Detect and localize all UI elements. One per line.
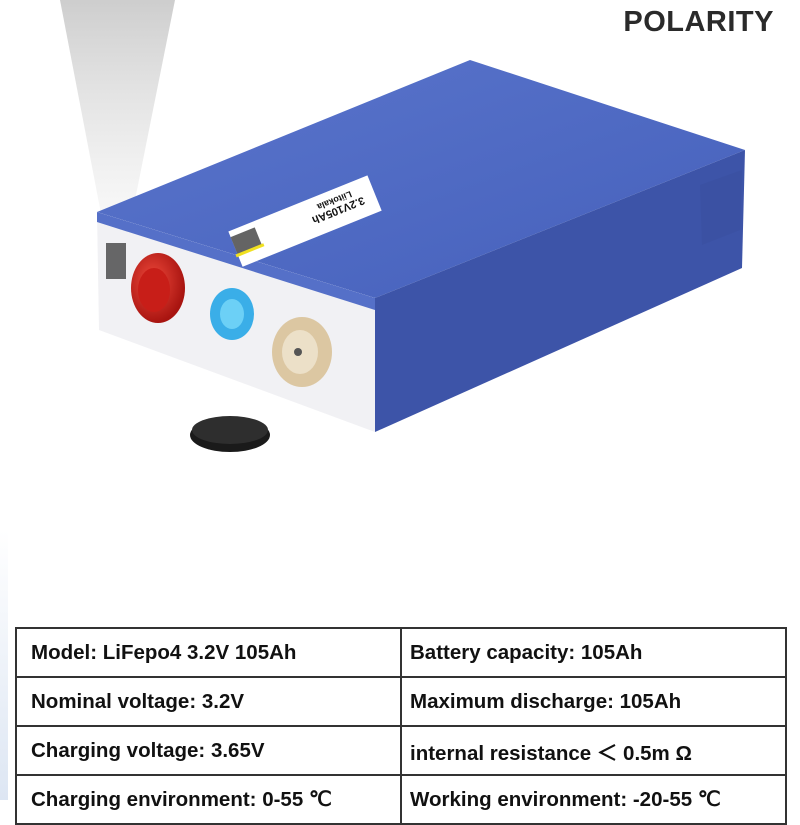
spec-cell: internal resistance ＜ 0.5m Ω xyxy=(400,725,787,776)
positive-terminal-cap-inner xyxy=(138,268,170,312)
battery-illustration: Liitokala 3.2V105Ah xyxy=(60,0,745,452)
safety-vent-inner xyxy=(220,299,244,329)
qr-code xyxy=(106,243,126,279)
spec-cell: Maximum discharge: 105Ah xyxy=(400,676,787,727)
front-face-top-edge xyxy=(97,212,375,310)
battery-side-face xyxy=(375,150,745,432)
polarity-heading: POLARITY xyxy=(623,6,774,38)
table-row: Model: LiFepo4 3.2V 105Ah Battery capaci… xyxy=(15,627,787,678)
spec-cell: Nominal voltage: 3.2V xyxy=(15,676,402,727)
terminal-cap-top xyxy=(192,416,268,444)
spec-cell: Battery capacity: 105Ah xyxy=(400,627,787,678)
side-face-recess xyxy=(700,170,742,245)
background-edge xyxy=(0,530,8,800)
spec-table: Model: LiFepo4 3.2V 105Ah Battery capaci… xyxy=(15,627,787,825)
spec-cell: Charging voltage: 3.65V xyxy=(15,725,402,776)
product-label: Liitokala 3.2V105Ah xyxy=(228,175,382,267)
label-yellow-strip xyxy=(235,243,265,258)
table-row: Charging voltage: 3.65V internal resista… xyxy=(15,725,787,776)
light-beam xyxy=(60,0,175,250)
terminal-bolt-hole xyxy=(294,348,302,356)
table-row: Nominal voltage: 3.2V Maximum discharge:… xyxy=(15,676,787,727)
spec-cell: Model: LiFepo4 3.2V 105Ah xyxy=(15,627,402,678)
